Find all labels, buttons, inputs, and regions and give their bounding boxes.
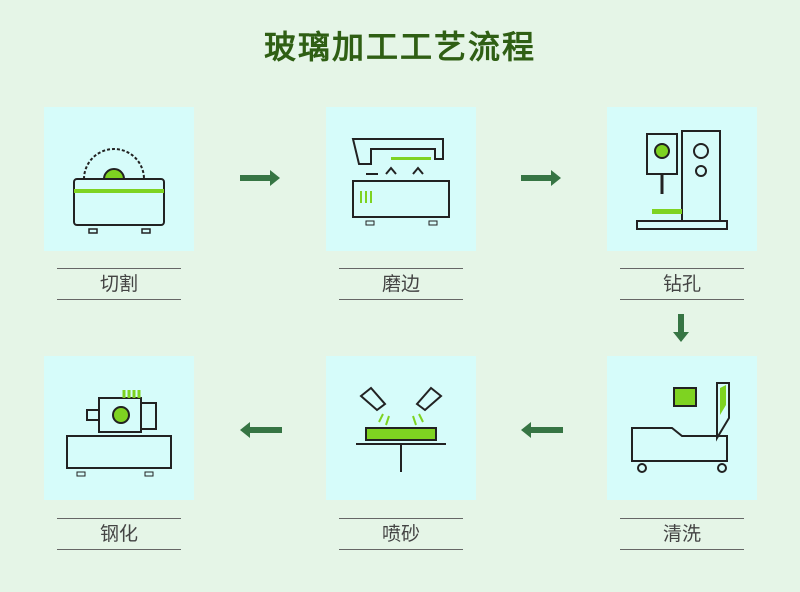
saw-icon bbox=[73, 148, 165, 234]
step-label: 钢化 bbox=[57, 518, 181, 550]
step-label: 钻孔 bbox=[620, 268, 744, 300]
step-box-cutting bbox=[44, 107, 194, 251]
edging-machine-icon bbox=[351, 138, 450, 226]
tempering-furnace-icon bbox=[66, 390, 172, 477]
arrow-left-icon bbox=[521, 422, 563, 438]
washing-machine-icon bbox=[631, 382, 730, 473]
arrow-right-icon bbox=[240, 170, 280, 186]
step-label: 清洗 bbox=[620, 518, 744, 550]
page-title: 玻璃加工工艺流程 bbox=[263, 28, 536, 66]
step-box-drilling bbox=[607, 107, 757, 251]
sandblast-icon bbox=[356, 386, 446, 472]
arrow-right-icon bbox=[521, 170, 561, 186]
step-label: 切割 bbox=[57, 268, 181, 300]
step-box-cleaning bbox=[607, 356, 757, 500]
step-label: 磨边 bbox=[339, 268, 463, 300]
step-label: 喷砂 bbox=[339, 518, 463, 550]
step-box-tempering bbox=[44, 356, 194, 500]
drill-machine-icon bbox=[636, 130, 728, 230]
arrow-down-icon bbox=[673, 314, 689, 342]
step-box-edging bbox=[326, 107, 476, 251]
step-box-sandblasting bbox=[326, 356, 476, 500]
arrow-left-icon bbox=[240, 422, 282, 438]
